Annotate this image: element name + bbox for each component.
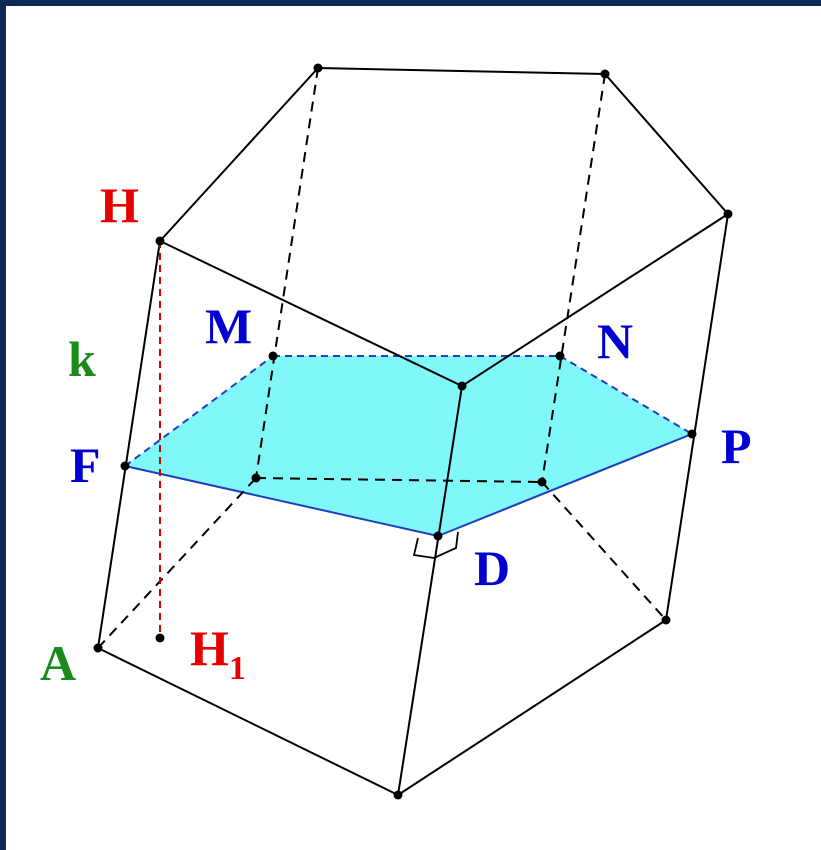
- top-edge-2: [317, 67, 606, 75]
- hidden-section-base-edge: [255, 477, 543, 483]
- top-edge-4: [461, 213, 729, 387]
- section-edge-dp: [437, 433, 693, 537]
- section-edge-np: [559, 355, 693, 435]
- hidden-bottom-edge-1: [97, 477, 257, 649]
- vertex-top-back-right: [600, 69, 610, 79]
- bottom-edge-2: [397, 619, 667, 796]
- prism-visible-edges: [97, 67, 729, 796]
- vertex-f: [120, 461, 130, 471]
- vertex-m: [268, 351, 278, 361]
- lateral-edge-front: [397, 385, 463, 796]
- label-h1-subscript: 1: [229, 650, 246, 687]
- vertex-d: [433, 531, 443, 541]
- section-edge-fd: [124, 465, 439, 537]
- label-f: F: [70, 437, 101, 493]
- vertex-hidden-right: [537, 477, 547, 487]
- lateral-edge-a: [97, 240, 161, 649]
- vertices: [93, 63, 733, 800]
- vertex-a: [93, 643, 103, 653]
- top-edge-3: [604, 73, 729, 215]
- hidden-bottom-edge-2: [541, 481, 667, 621]
- label-m: M: [205, 298, 252, 354]
- vertex-top-front: [457, 381, 467, 391]
- cross-section-edges: [124, 355, 693, 537]
- label-h1-main: H: [190, 620, 229, 676]
- label-d: D: [474, 540, 510, 596]
- vertex-p: [687, 429, 697, 439]
- vertex-h: [155, 236, 165, 246]
- prism-hidden-edges: [97, 67, 667, 649]
- right-angle-mark: [412, 531, 459, 559]
- vertex-top-right: [723, 209, 733, 219]
- label-k: k: [68, 331, 96, 387]
- label-h1: H1: [190, 620, 246, 687]
- label-a: A: [40, 635, 76, 691]
- lateral-edge-right: [665, 213, 729, 621]
- hidden-lateral-edge-left: [255, 67, 319, 479]
- bottom-edge-1: [97, 647, 399, 796]
- hidden-lateral-edge-right: [541, 73, 606, 483]
- vertex-top-back-left: [313, 63, 323, 73]
- vertex-h1: [155, 633, 165, 643]
- section-edge-fm: [124, 355, 274, 467]
- vertex-n: [555, 351, 565, 361]
- vertex-bottom-front: [393, 790, 403, 800]
- cross-section-fill: [125, 356, 692, 536]
- vertex-bottom-right: [661, 615, 671, 625]
- top-edge-5: [159, 240, 463, 387]
- vertex-hidden-left: [251, 473, 261, 483]
- label-h: H: [100, 177, 139, 233]
- label-n: N: [597, 313, 633, 369]
- label-p: P: [721, 418, 752, 474]
- top-edge-1: [159, 67, 319, 242]
